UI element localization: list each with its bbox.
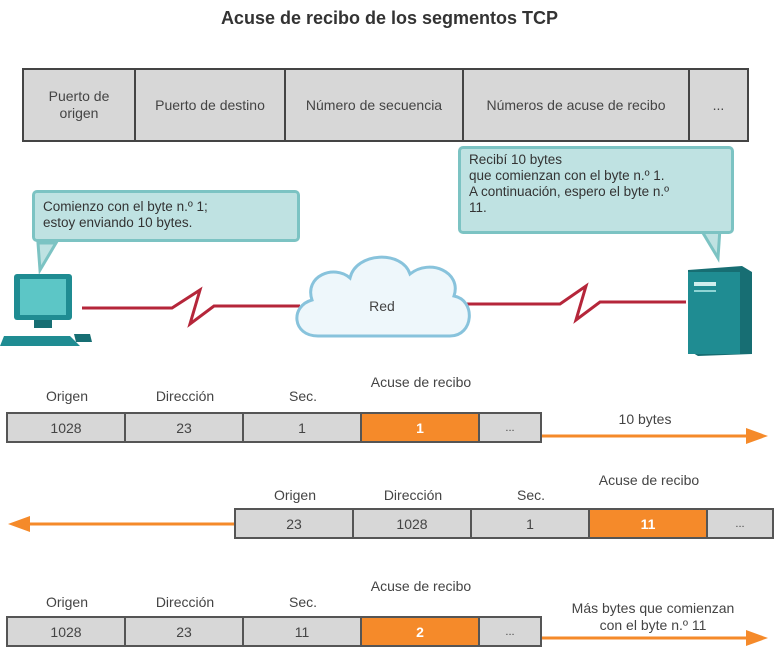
- seg3-arrow-right: [542, 630, 768, 646]
- network-graphic: [0, 226, 752, 356]
- seg3-direction: 23: [126, 618, 244, 645]
- seg2-direction: 1028: [354, 510, 472, 537]
- seg1-ack: 1: [362, 414, 480, 441]
- seg1-direction: 23: [126, 414, 244, 441]
- header-field-more: ...: [712, 96, 725, 113]
- segment-3: 1028 23 11 2 ...: [6, 616, 542, 647]
- seg2-label-origin: Origen: [273, 487, 317, 503]
- segment-2: 23 1028 1 11 ...: [234, 508, 774, 539]
- seg3-ack: 2: [362, 618, 480, 645]
- header-field-ack-number: Números de acuse de recibo: [464, 70, 690, 140]
- seg1-origin: 1028: [8, 414, 126, 441]
- seg2-seq: 1: [472, 510, 590, 537]
- seg2-ack: 11: [590, 510, 708, 537]
- seg1-label-ack: Acuse de recibo: [370, 374, 472, 390]
- receiver-callout: Recibí 10 bytes que comienzan con el byt…: [458, 146, 734, 234]
- server-icon: [688, 266, 752, 356]
- network-cloud-icon: [295, 255, 471, 338]
- seg1-label-origin: Origen: [45, 388, 89, 404]
- seg3-label-seq: Sec.: [288, 594, 317, 610]
- seg1-label-seq: Sec.: [288, 388, 317, 404]
- seg3-origin: 1028: [8, 618, 126, 645]
- seg3-label-direction: Dirección: [155, 594, 215, 610]
- seg3-label-ack: Acuse de recibo: [370, 578, 472, 594]
- seg1-more: ...: [505, 421, 515, 434]
- seg2-label-ack: Acuse de recibo: [598, 472, 700, 488]
- seg2-label-direction: Dirección: [383, 487, 443, 503]
- right-link-lightning: [465, 282, 686, 324]
- seg2-more: ...: [735, 517, 745, 530]
- header-field-sequence-number: Número de secuencia: [286, 70, 464, 140]
- seg1-label-direction: Dirección: [155, 388, 215, 404]
- seg3-label-origin: Origen: [45, 594, 89, 610]
- seg1-seq: 1: [244, 414, 362, 441]
- seg3-note: Más bytes que comienzan con el byte n.º …: [571, 600, 735, 633]
- diagram-title: Acuse de recibo de los segmentos TCP: [220, 8, 559, 28]
- segment-1: 1028 23 1 1 ...: [6, 412, 542, 443]
- seg3-more: ...: [505, 625, 515, 638]
- computer-icon: [0, 274, 92, 346]
- seg1-arrow-right: [542, 428, 768, 444]
- seg2-label-seq: Sec.: [516, 487, 545, 503]
- seg2-origin: 23: [236, 510, 354, 537]
- header-field-destination-port: Puerto de destino: [136, 70, 286, 140]
- tcp-header-fields: Puerto de origen Puerto de destino Númer…: [22, 68, 749, 142]
- seg3-seq: 11: [244, 618, 362, 645]
- network-cloud-label: Red: [369, 298, 395, 314]
- header-field-source-port: Puerto de origen: [24, 70, 136, 140]
- left-callout-tail: [36, 241, 59, 275]
- seg1-note: 10 bytes: [618, 411, 672, 427]
- seg2-arrow-left: [8, 516, 236, 532]
- left-link-lightning: [82, 286, 300, 328]
- sender-callout: Comienzo con el byte n.º 1; estoy envian…: [32, 190, 300, 242]
